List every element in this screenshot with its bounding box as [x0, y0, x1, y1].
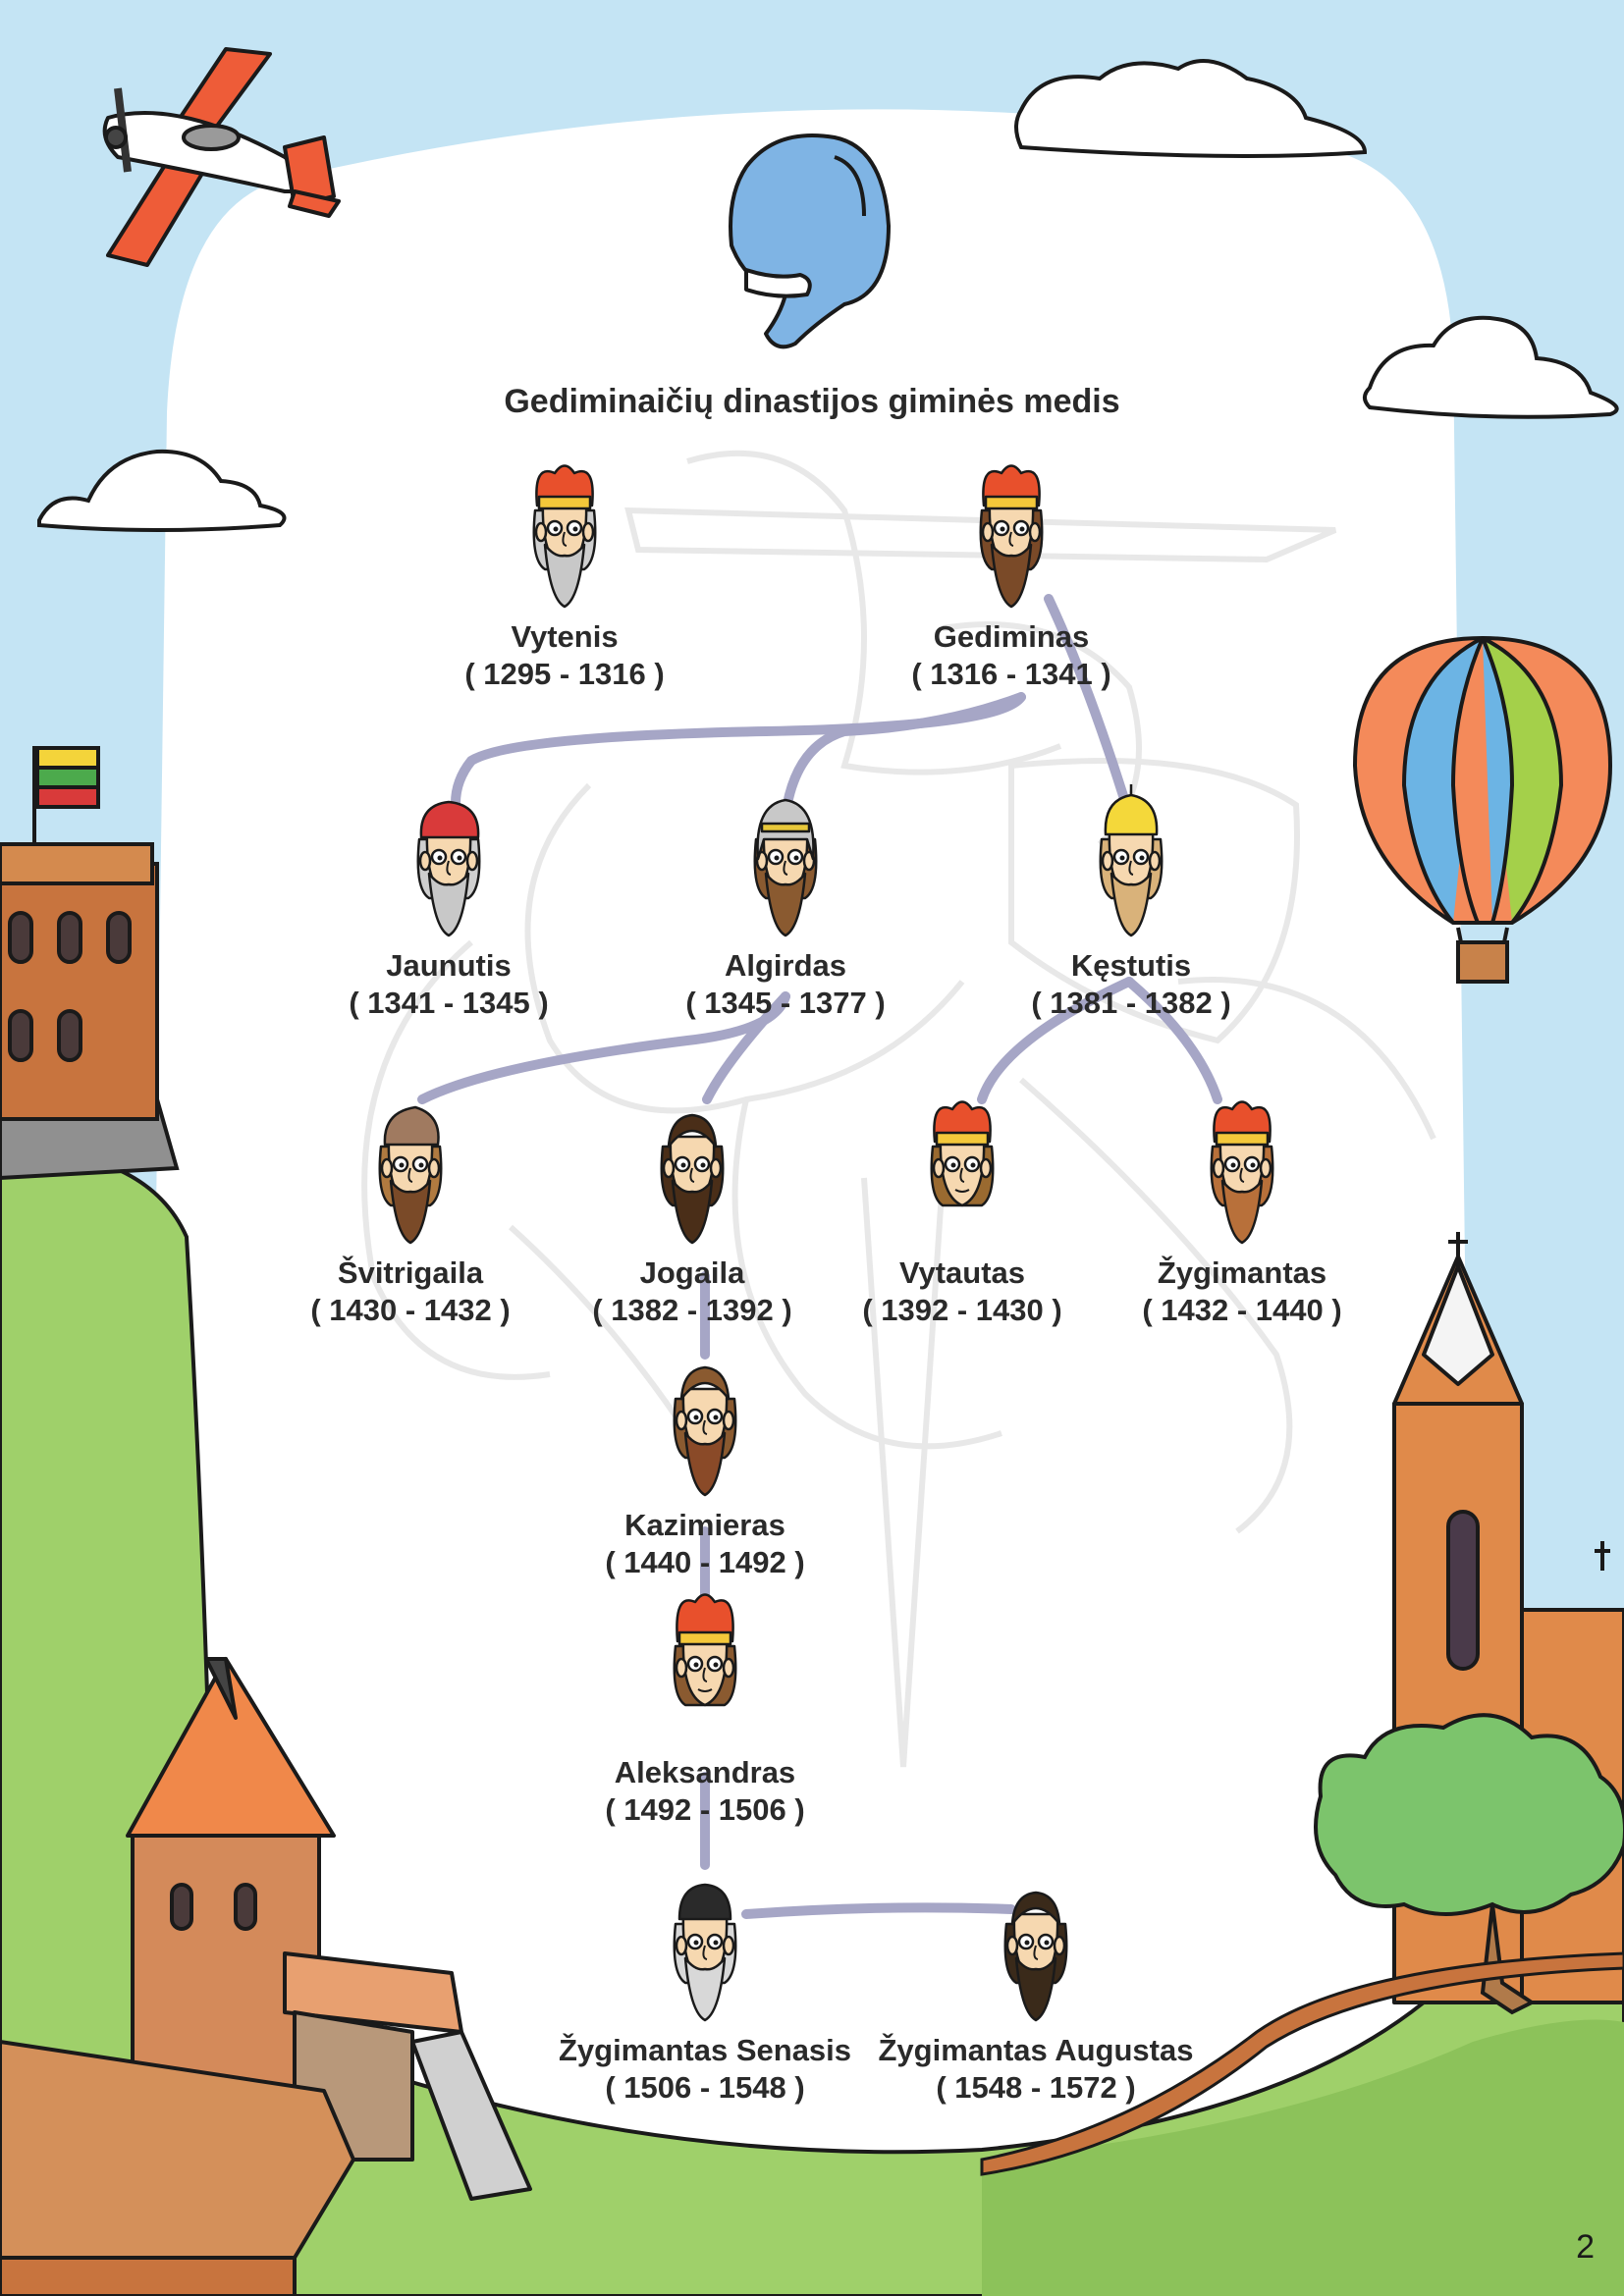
portrait-icon — [979, 464, 1044, 609]
portrait-icon — [753, 798, 818, 937]
person-years: ( 1316 - 1341 ) — [911, 657, 1111, 691]
castle-lower-left — [0, 1657, 532, 2296]
person-name: Algirdas — [724, 948, 847, 983]
line-senasis-augustas — [741, 1902, 1016, 1919]
person-name: Žygimantas Augustas — [878, 2033, 1194, 2067]
line-gediminas-kestutis — [1044, 594, 1134, 820]
portrait-icon — [1099, 784, 1164, 937]
person-years: ( 1430 - 1432 ) — [310, 1293, 511, 1327]
person-name: Jaunutis — [386, 948, 512, 983]
line-kestutis-zygimantas — [1124, 977, 1222, 1104]
portrait-icon — [416, 800, 481, 937]
paper-panel — [147, 109, 1473, 2210]
person-years: ( 1392 - 1430 ) — [862, 1293, 1062, 1327]
portrait-icon — [673, 1883, 737, 2022]
person-name: Žygimantas Senasis — [558, 2033, 852, 2067]
person-name: Kęstutis — [1070, 948, 1192, 983]
page-title: Gediminaičių dinastijos giminės medis — [504, 383, 1120, 420]
castle-tower-left — [0, 746, 180, 1181]
person-name: Žygimantas — [1157, 1255, 1327, 1290]
person-name: Švitrigaila — [337, 1255, 484, 1290]
person-years: ( 1440 - 1492 ) — [605, 1545, 805, 1579]
portrait-icon — [1210, 1100, 1274, 1245]
cloud-icon — [37, 449, 287, 532]
portrait-icon — [930, 1100, 995, 1207]
person-years: ( 1492 - 1506 ) — [605, 1792, 805, 1827]
line-algirdas-jogaila — [702, 991, 790, 1104]
line-kestutis-vytautas — [977, 977, 1134, 1104]
person-name: Vytautas — [898, 1255, 1026, 1290]
family-tree-lines — [417, 594, 1222, 1919]
person-name: Gediminas — [933, 619, 1090, 654]
person-name: Kazimieras — [624, 1508, 785, 1542]
portrait-icon — [673, 1593, 737, 1707]
cloud-icon — [1363, 315, 1619, 419]
person-years: ( 1548 - 1572 ) — [936, 2070, 1136, 2105]
hot-air-balloon-icon — [1352, 635, 1613, 984]
person-years: ( 1382 - 1392 ) — [592, 1293, 792, 1327]
person-years: ( 1295 - 1316 ) — [464, 657, 665, 691]
portrait-icon — [532, 464, 597, 609]
person-years: ( 1506 - 1548 ) — [605, 2070, 805, 2105]
person-years: ( 1341 - 1345 ) — [349, 986, 549, 1020]
elephant-icon — [729, 133, 891, 349]
page-number: 2 — [1576, 2228, 1595, 2266]
person-years: ( 1345 - 1377 ) — [685, 986, 886, 1020]
portrait-icon — [1003, 1891, 1068, 2022]
cloud-icon — [1014, 59, 1368, 158]
person-years: ( 1432 - 1440 ) — [1142, 1293, 1342, 1327]
line-gediminas-algirdas — [781, 692, 1026, 820]
person-name: Vytenis — [511, 619, 619, 654]
person-name: Aleksandras — [614, 1755, 796, 1789]
portrait-icon — [378, 1105, 443, 1245]
person-name: Jogaila — [639, 1255, 745, 1290]
portrait-icon — [660, 1113, 725, 1245]
person-years: ( 1381 - 1382 ) — [1031, 986, 1231, 1020]
portrait-icon — [673, 1365, 737, 1497]
airplane-icon — [102, 47, 341, 267]
